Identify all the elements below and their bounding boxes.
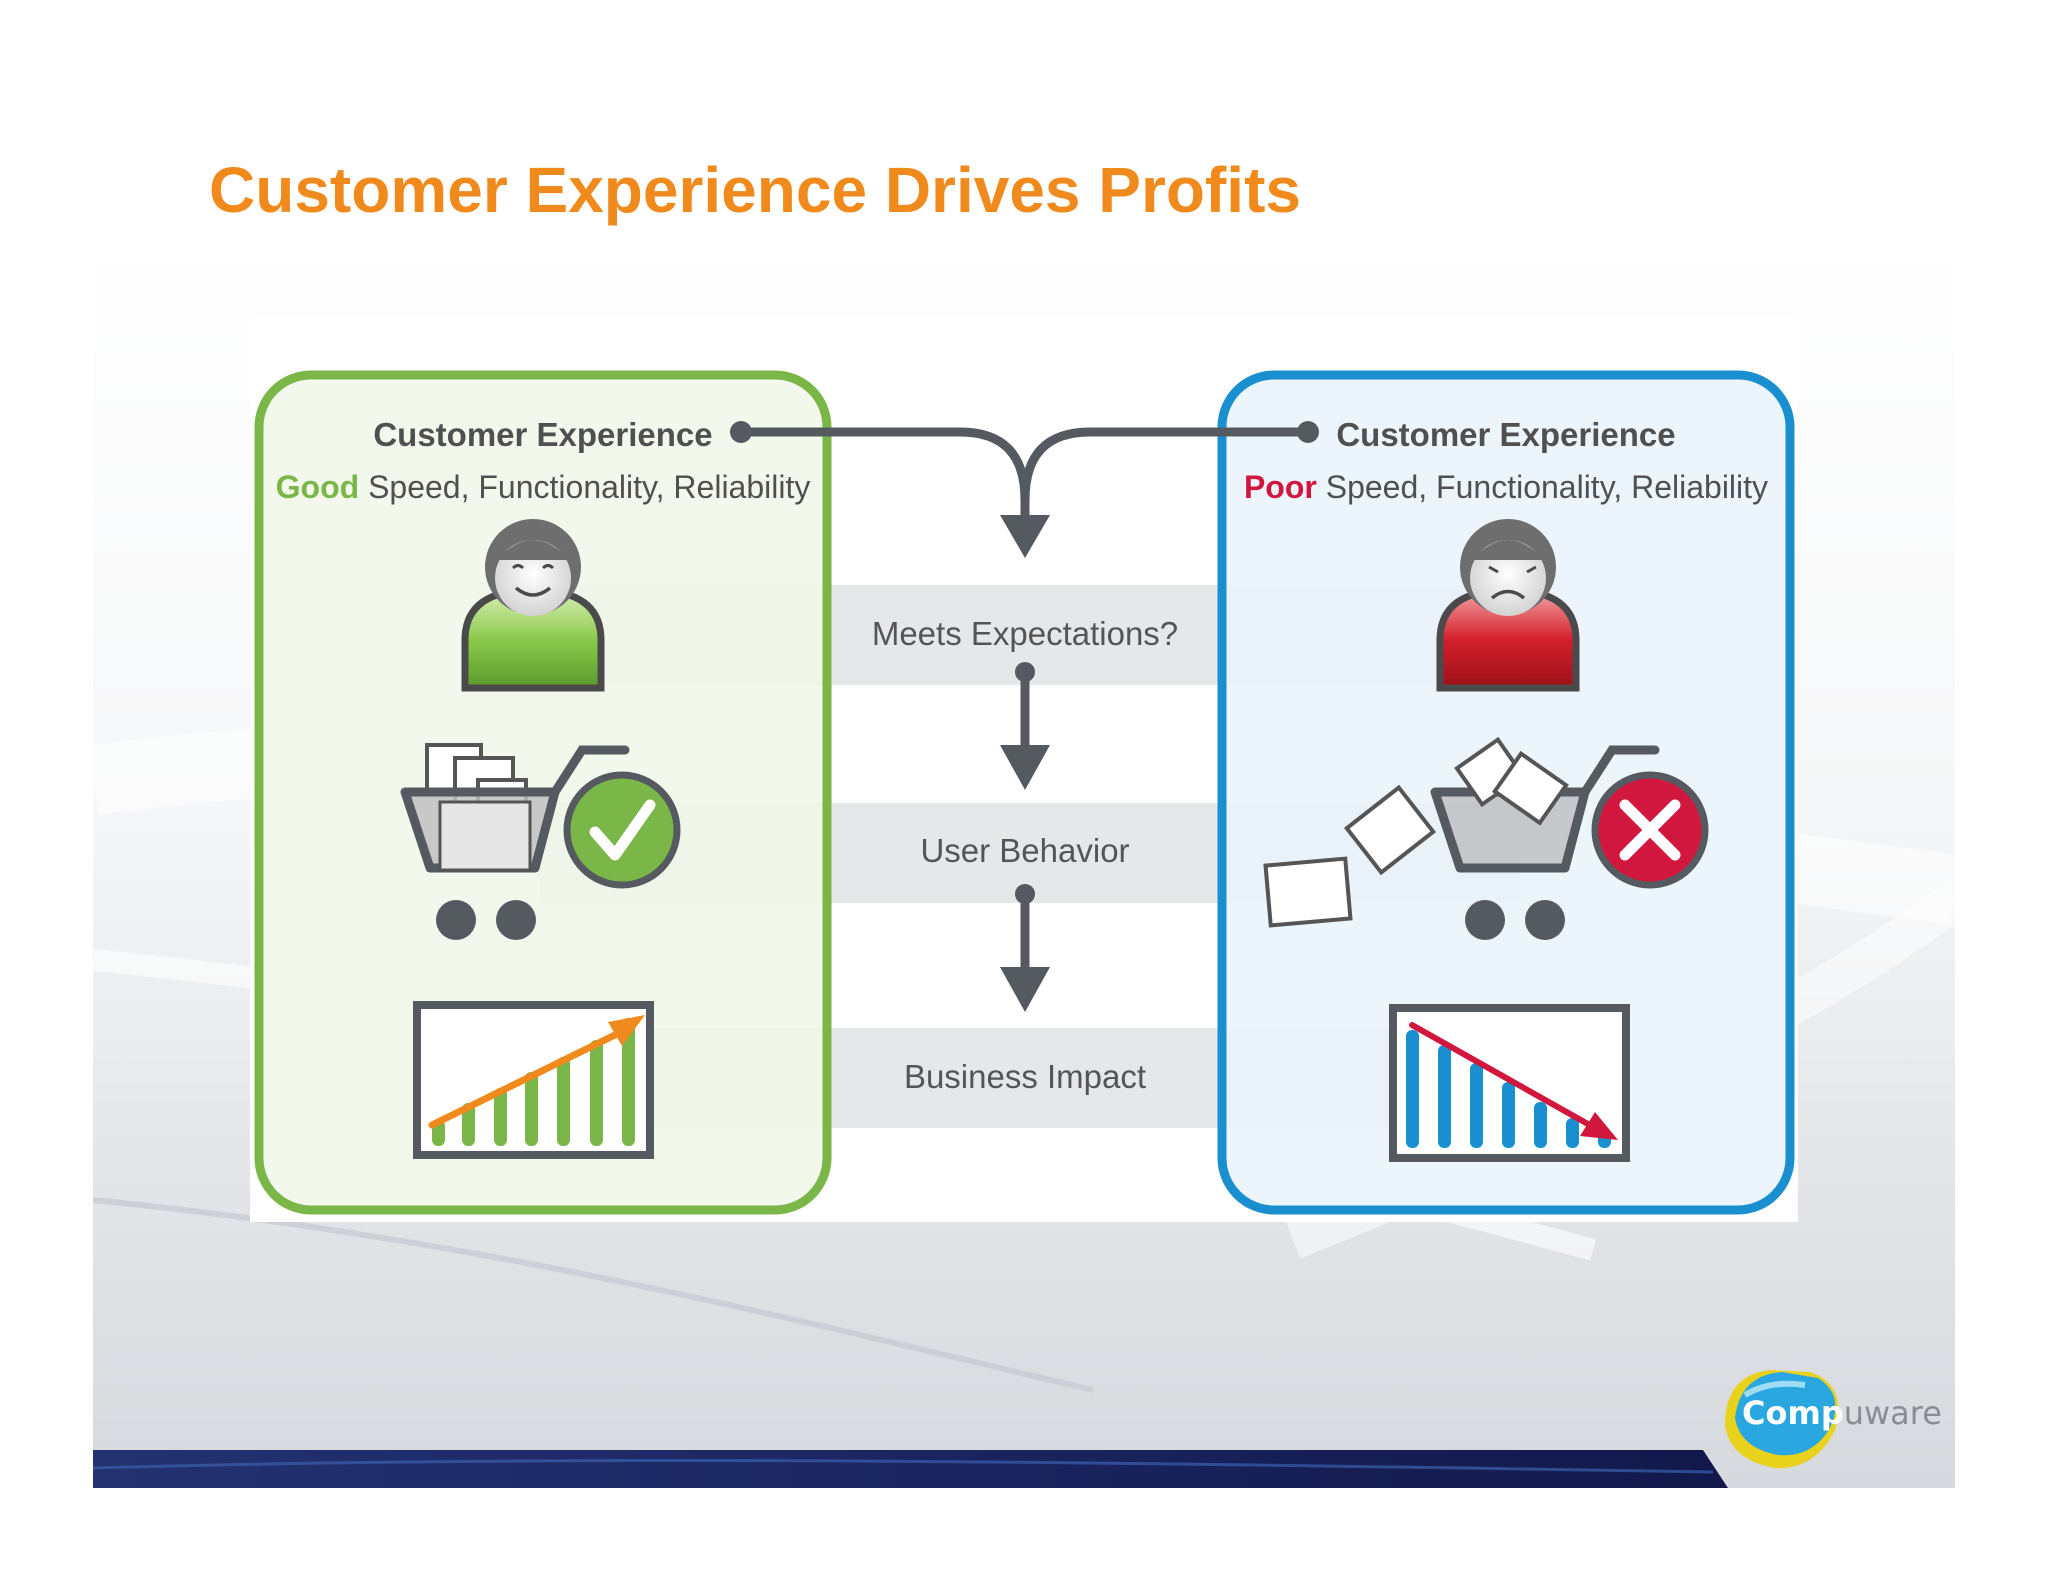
happy-customer-icon xyxy=(461,519,605,692)
logo-text-highlight: Comp xyxy=(1742,1394,1844,1432)
stage-label-expectations: Meets Expectations? xyxy=(872,615,1178,652)
poor-connector-dot xyxy=(1297,421,1319,443)
abandoned-cart-icon xyxy=(1263,736,1660,940)
x-mark-icon xyxy=(1591,771,1709,889)
slide-title: Customer Experience Drives Profits xyxy=(209,154,1301,226)
compuware-logo-icon xyxy=(1725,1370,1839,1469)
good-quality-word: Good xyxy=(276,469,360,505)
falling-bar-chart-icon xyxy=(1389,1004,1630,1162)
poor-quality-word: Poor xyxy=(1244,469,1317,505)
stage-label-impact: Business Impact xyxy=(904,1058,1146,1095)
arrowhead-icon xyxy=(1000,515,1050,558)
logo-wordmark: Compuware xyxy=(1742,1394,1942,1432)
good-panel-heading: Customer Experience xyxy=(373,416,712,453)
good-connector-dot xyxy=(730,421,752,443)
poor-panel-heading: Customer Experience xyxy=(1336,416,1675,453)
full-cart-icon xyxy=(400,743,630,940)
flow-arrow-1 xyxy=(1000,662,1050,790)
good-attributes-text: Speed, Functionality, Reliability xyxy=(359,469,810,505)
merge-connector xyxy=(736,427,1313,535)
sad-customer-icon xyxy=(1436,519,1580,692)
poor-attributes-text: Speed, Functionality, Reliability xyxy=(1317,469,1768,505)
good-panel-subheading: Good Speed, Functionality, Reliability xyxy=(276,469,811,505)
logo-text-rest: uware xyxy=(1844,1394,1942,1432)
compuware-logo: Compuware xyxy=(1725,1370,1942,1469)
stage-label-behavior: User Behavior xyxy=(920,832,1129,869)
poor-panel-subheading: Poor Speed, Functionality, Reliability xyxy=(1244,469,1768,505)
checkmark-icon xyxy=(563,771,681,889)
flow-arrow-2 xyxy=(1000,884,1050,1012)
rising-bar-chart-icon xyxy=(413,1001,654,1159)
